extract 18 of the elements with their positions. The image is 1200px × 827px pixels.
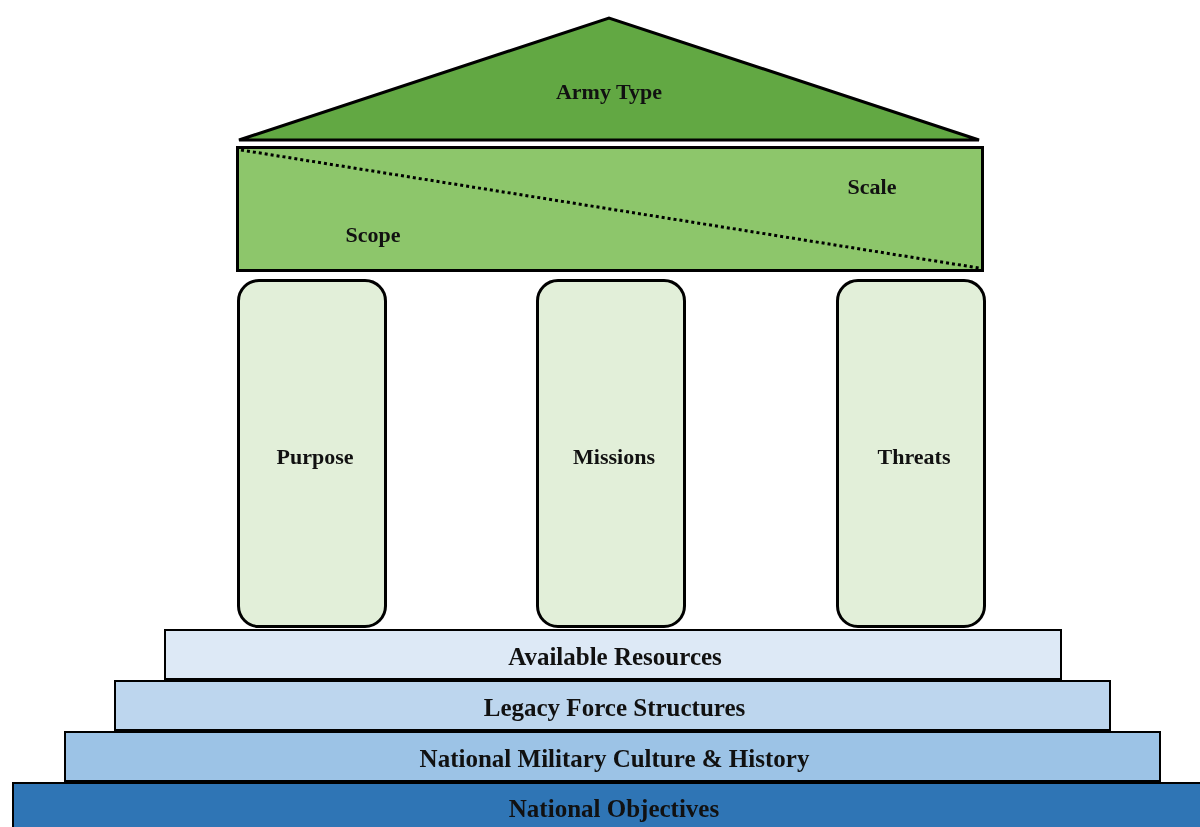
label-text: National Military Culture & History bbox=[419, 744, 810, 773]
pillar bbox=[536, 279, 686, 628]
label-text: Purpose bbox=[276, 443, 354, 470]
base-bar bbox=[12, 782, 1200, 827]
roof-triangle bbox=[236, 16, 982, 142]
step-bar bbox=[114, 680, 1111, 731]
step-bar bbox=[64, 731, 1161, 782]
label-text: Available Resources bbox=[508, 642, 722, 671]
label-text: Scale bbox=[847, 174, 897, 200]
pillar bbox=[836, 279, 986, 628]
label-text: Scope bbox=[345, 222, 401, 248]
label-text: National Objectives bbox=[508, 795, 720, 823]
step-bar bbox=[164, 629, 1062, 680]
label-text: Missions bbox=[573, 443, 655, 470]
pillar bbox=[237, 279, 387, 628]
label-text: Threats bbox=[877, 443, 951, 470]
label-text: Legacy Force Structures bbox=[483, 693, 746, 722]
label-text: Army Type bbox=[555, 79, 663, 105]
